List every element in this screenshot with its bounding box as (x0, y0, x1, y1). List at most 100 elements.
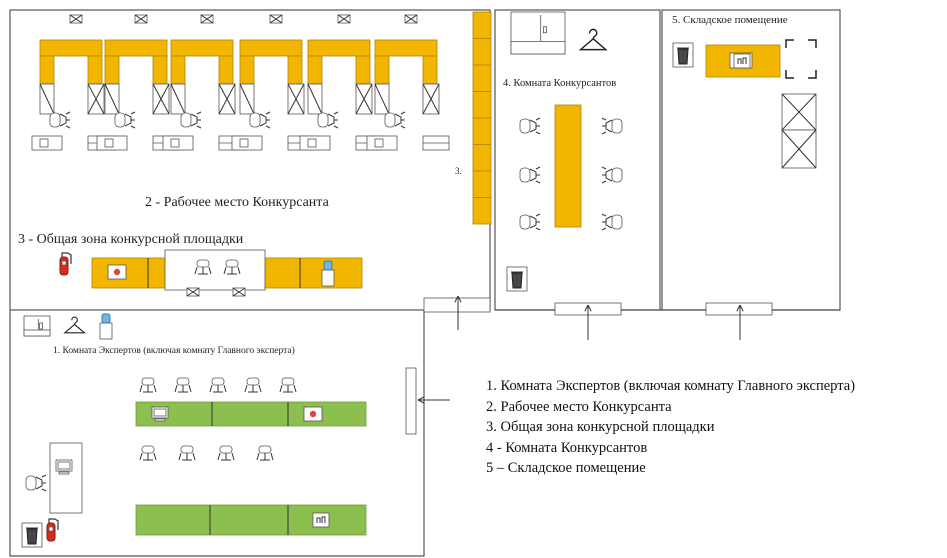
contestants-room-label: 4. Комната Конкурсантов (503, 78, 616, 89)
window-icon (337, 14, 351, 24)
chair-icon (209, 377, 227, 393)
document-icon (312, 512, 330, 528)
chair-legs (124, 111, 136, 129)
rack-cross (287, 83, 305, 115)
rack-cross (87, 83, 105, 115)
chair-legs (259, 111, 271, 129)
workstation-cabinet-cross (170, 83, 186, 115)
chair-icon (114, 111, 136, 129)
chair-seat (141, 445, 155, 454)
chair-seat (180, 445, 194, 454)
cooler-bottle (323, 260, 333, 271)
chair-legs (601, 117, 613, 135)
chair-seat (611, 214, 623, 230)
chair-icon (244, 377, 262, 393)
trash-bin (511, 272, 523, 289)
chair-icon (519, 213, 541, 231)
storage-column-segment (472, 64, 492, 92)
chief-expert-table (49, 442, 83, 514)
chair-seat (317, 112, 329, 128)
chair-icon (180, 111, 202, 129)
workstation-desk-left (307, 55, 323, 85)
chair-seat (211, 377, 225, 386)
chair-seat (611, 118, 623, 134)
water-cooler-icon (99, 313, 113, 340)
door-arrow-icon (584, 304, 592, 340)
document-icon (733, 53, 751, 69)
workstation-box-slot (307, 138, 317, 148)
workstation-1 (31, 14, 115, 151)
arrow-head (417, 396, 425, 404)
chair-legs (194, 266, 212, 275)
workstation-desk-left (374, 55, 390, 85)
arrow-head (736, 304, 744, 312)
workstation-6 (366, 14, 450, 151)
chair-legs (139, 384, 157, 393)
workstation-box-slot (104, 138, 114, 148)
common-zone-label: 3 - Общая зона конкурсной площадки (18, 232, 244, 247)
window-icon (404, 14, 418, 24)
chair-icon (384, 111, 406, 129)
workstation-box-slot (239, 138, 249, 148)
expert-desk-1 (135, 401, 367, 427)
chair-seat (258, 445, 272, 454)
workstation-desk-right (218, 55, 234, 85)
rack-cross (152, 83, 170, 115)
printer-icon (107, 264, 127, 280)
contestant-workstations (31, 11, 492, 225)
arrow-head (584, 304, 592, 312)
printer-icon (303, 406, 323, 422)
chair-seat (196, 259, 210, 268)
window-icon (200, 14, 214, 24)
chair-icon (49, 111, 71, 129)
legend-item-2: 2. Рабочее место Конкурсанта (486, 398, 672, 415)
printer-dot (309, 410, 317, 418)
workstation-desk-left (170, 55, 186, 85)
door-main (423, 297, 491, 313)
chair-seat (246, 377, 260, 386)
chair-legs (601, 213, 613, 231)
document-mark (316, 516, 326, 523)
workstation-cabinet-cross (307, 83, 323, 115)
document-body (312, 512, 330, 528)
extinguisher-icon (59, 252, 72, 276)
chair-icon (519, 166, 541, 184)
cabinet-icon (510, 11, 566, 55)
chair-legs (601, 166, 613, 184)
window-cross (69, 14, 83, 24)
workplace-label: 2 - Рабочее место Конкурсанта (145, 195, 330, 210)
window-icon (69, 14, 83, 24)
workstation-cabinet-cross (374, 83, 390, 115)
frame-corners (785, 39, 817, 79)
workstation-cabinet-cross (104, 83, 120, 115)
workstation-5 (299, 14, 383, 151)
door-arrow-icon (417, 396, 450, 404)
chair-seat (611, 167, 623, 183)
door-experts (405, 367, 417, 435)
cooler-body (99, 322, 113, 340)
workstation-desk-right (87, 55, 103, 85)
storage-column-segment (472, 170, 492, 198)
expert-desk-2 (135, 504, 367, 536)
chair-icon (279, 377, 297, 393)
window-cross (232, 287, 246, 297)
workstation-desk-right (287, 55, 303, 85)
extinguisher-hose (61, 252, 72, 264)
trash-icon (506, 266, 528, 292)
extinguisher-hose (48, 518, 59, 530)
hanger-shape (63, 316, 86, 334)
window-cross (186, 287, 200, 297)
chair-seat (519, 214, 531, 230)
rack-cross (781, 93, 817, 131)
workstation-box-slot (39, 138, 49, 148)
common-zone-short-label: 3. (455, 166, 462, 176)
chair-icon (601, 213, 623, 231)
chair-legs (223, 266, 241, 275)
trash-icon (672, 42, 694, 68)
workstation-desk-top (239, 39, 303, 57)
workstation-box-slot (374, 138, 384, 148)
storage-column-segment (472, 11, 492, 39)
hanger-icon (578, 28, 608, 51)
workstation-desk-right (355, 55, 371, 85)
computer-display (153, 408, 167, 417)
